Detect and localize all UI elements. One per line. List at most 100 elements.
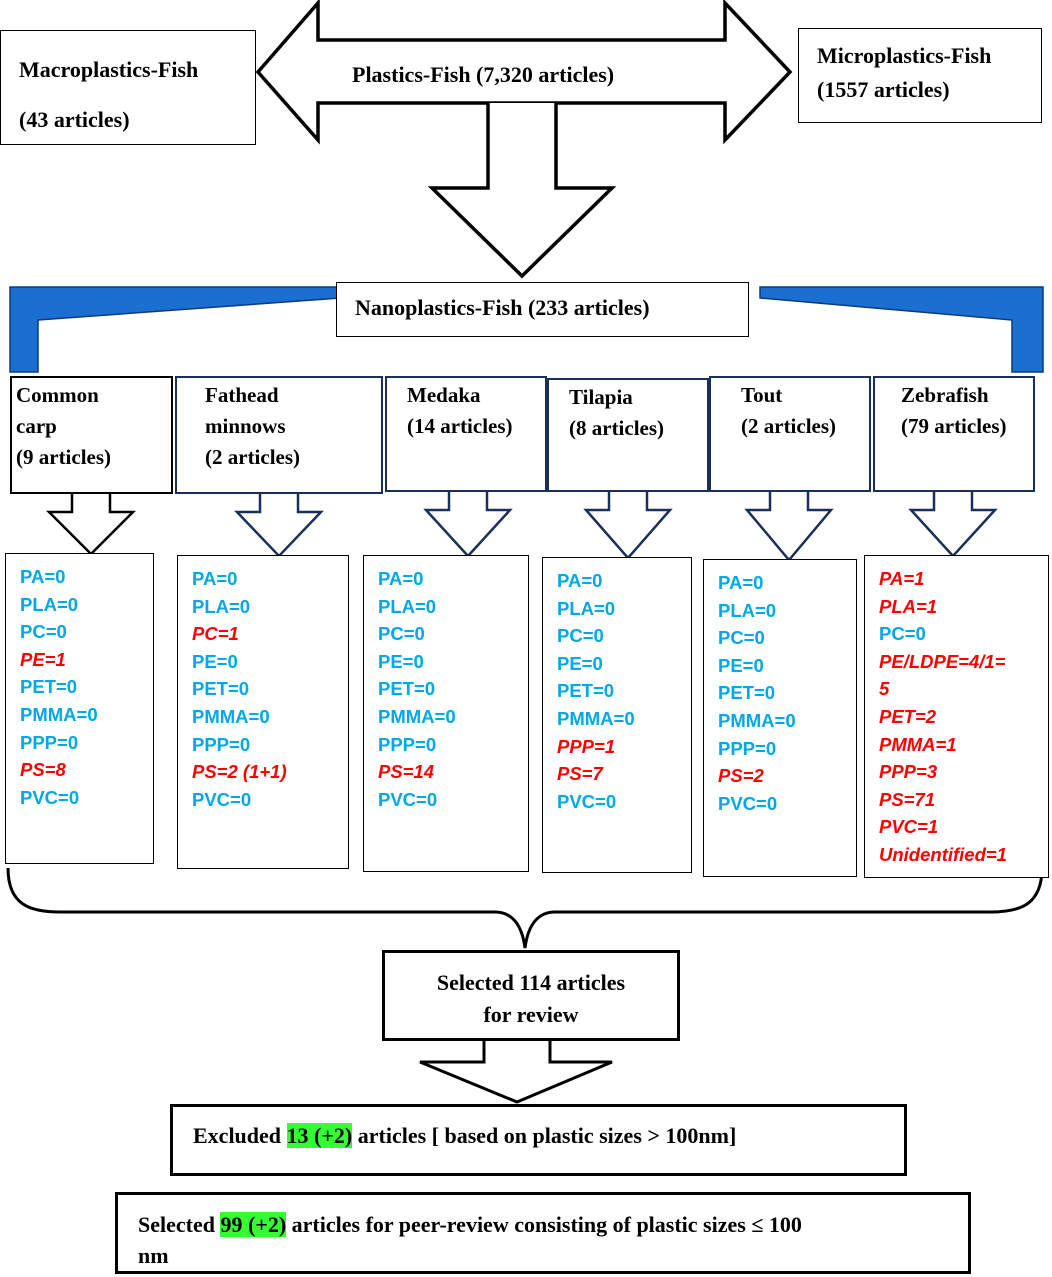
polymer-count: PE=0 bbox=[718, 654, 764, 676]
species-header-line: Zebrafish bbox=[901, 383, 989, 407]
selected-review-line1: Selected 114 articles bbox=[436, 970, 626, 995]
selected-review-line2: for review bbox=[483, 1002, 579, 1027]
species-header-line: Tilapia bbox=[569, 385, 633, 409]
polymer-count: PA=0 bbox=[20, 566, 66, 587]
polymer-count: PET=0 bbox=[718, 682, 776, 704]
species-down-arrow bbox=[45, 494, 137, 556]
polymer-count: PA=0 bbox=[557, 570, 603, 591]
species-header: Tilapia (8 articles) bbox=[547, 378, 709, 492]
species-header: Tout (2 articles) bbox=[709, 376, 871, 492]
polymer-count: PET=0 bbox=[20, 676, 78, 698]
macroplastics-count: (43 articles) bbox=[19, 107, 130, 132]
polymer-count: PA=0 bbox=[192, 568, 238, 589]
polymer-count: PVC=0 bbox=[557, 790, 617, 812]
polymer-count: PS=8 bbox=[20, 759, 66, 781]
polymer-count: PC=0 bbox=[879, 623, 926, 645]
polymer-count: PS=71 bbox=[879, 788, 936, 810]
polymer-count: PMMA=0 bbox=[378, 705, 456, 727]
species-header-line: Common bbox=[16, 383, 99, 407]
polymer-count: PA=1 bbox=[879, 568, 925, 589]
polymer-count: PLA=0 bbox=[718, 599, 777, 621]
polymer-count: PPP=0 bbox=[192, 733, 251, 755]
polymer-count: PVC=0 bbox=[718, 792, 778, 814]
down-arrow-main bbox=[427, 103, 617, 279]
selected-review-box: Selected 114 articles for review bbox=[382, 950, 680, 1041]
polymer-count: PE=0 bbox=[192, 650, 238, 672]
polymer-count: PE=0 bbox=[378, 650, 424, 672]
species-header-line: (2 articles) bbox=[205, 445, 301, 469]
polymer-count: PS=2 (1+1) bbox=[192, 761, 287, 783]
polymer-count: PET=0 bbox=[378, 678, 436, 700]
species-header: Medaka (14 articles) bbox=[385, 376, 547, 492]
microplastics-title: Microplastics-Fish bbox=[817, 43, 992, 68]
species-header-line: (14 articles) bbox=[407, 414, 513, 438]
polymer-count: PC=0 bbox=[378, 623, 425, 645]
species-header-line: (2 articles) bbox=[741, 414, 837, 438]
plastics-fish-label: Plastics-Fish (7,320 articles) bbox=[352, 62, 615, 87]
species-header-line: carp bbox=[16, 414, 57, 438]
polymer-count: PC=0 bbox=[557, 625, 604, 647]
nanoplastics-box: Nanoplastics-Fish (233 articles) bbox=[336, 282, 749, 337]
polymer-count: PLA=0 bbox=[20, 593, 79, 615]
microplastics-box: Microplastics-Fish (1557 articles) bbox=[798, 28, 1042, 123]
polymer-count: PC=0 bbox=[20, 621, 67, 643]
polymer-count: Unidentified=1 bbox=[879, 843, 1007, 865]
polymer-count: PA=0 bbox=[378, 568, 424, 589]
polymer-count: PE/LDPE=4/1= bbox=[879, 650, 1006, 672]
species-down-arrow bbox=[908, 492, 998, 558]
polymer-count: PMMA=0 bbox=[192, 705, 270, 727]
polymer-count: PVC=0 bbox=[378, 788, 438, 810]
polymer-count: PMMA=0 bbox=[20, 703, 98, 725]
polymer-count: PMMA=0 bbox=[557, 707, 635, 729]
polymer-count: PMMA=1 bbox=[879, 733, 957, 755]
polymer-count: PPP=0 bbox=[378, 733, 437, 755]
polymer-count: PET=0 bbox=[192, 678, 250, 700]
polymer-count: PLA=0 bbox=[192, 595, 251, 617]
excluded-text-after: articles [ based on plastic sizes > 100n… bbox=[352, 1123, 737, 1148]
species-down-arrow bbox=[583, 492, 673, 560]
species-header-line: minnows bbox=[205, 414, 286, 438]
excluded-count-highlight: 13 (+2) bbox=[286, 1123, 353, 1148]
macroplastics-box: Macroplastics-Fish (43 articles) bbox=[0, 30, 256, 145]
polymer-count: PA=0 bbox=[718, 572, 764, 593]
nanoplastics-label: Nanoplastics-Fish (233 articles) bbox=[355, 295, 650, 320]
species-header-line: (8 articles) bbox=[569, 416, 665, 440]
species-header-line: Tout bbox=[741, 383, 783, 407]
polymer-count: PS=2 bbox=[718, 765, 764, 787]
polymer-count: 5 bbox=[879, 678, 890, 700]
species-header: Zebrafish(79 articles) bbox=[873, 376, 1035, 492]
polymer-count: PVC=0 bbox=[192, 788, 252, 810]
final-count-highlight: 99 (+2) bbox=[220, 1212, 287, 1237]
curly-brace bbox=[6, 867, 1044, 949]
final-selection-box: Selected 99 (+2) articles for peer-revie… bbox=[115, 1192, 971, 1274]
species-down-arrow bbox=[423, 492, 513, 558]
polymer-count: PPP=0 bbox=[20, 731, 79, 753]
species-header-line: Medaka bbox=[407, 383, 481, 407]
polymer-count: PC=0 bbox=[718, 627, 765, 649]
species-header-line: Fathead bbox=[205, 383, 279, 407]
polymer-count: PPP=3 bbox=[879, 761, 938, 783]
polymer-count: PLA=1 bbox=[879, 595, 938, 617]
microplastics-count: (1557 articles) bbox=[817, 77, 950, 102]
polymer-count: PPP=1 bbox=[557, 735, 616, 757]
polymer-count: PVC=0 bbox=[20, 786, 80, 808]
polymer-count: PLA=0 bbox=[378, 595, 437, 617]
polymer-count: PET=0 bbox=[557, 680, 615, 702]
final-text-after: articles for peer-review consisting of p… bbox=[286, 1212, 802, 1237]
macroplastics-title: Macroplastics-Fish bbox=[19, 57, 199, 82]
down-arrow-selected bbox=[419, 1040, 613, 1104]
polymer-count: PS=7 bbox=[557, 763, 603, 785]
polymer-count: PET=2 bbox=[879, 705, 937, 727]
species-down-arrow bbox=[234, 494, 324, 558]
polymer-count: PE=1 bbox=[20, 648, 66, 670]
species-header-line: (9 articles) bbox=[16, 445, 112, 469]
polymer-count: PLA=0 bbox=[557, 597, 616, 619]
final-text-before: Selected bbox=[138, 1212, 221, 1237]
polymer-count: PPP=0 bbox=[718, 737, 777, 759]
